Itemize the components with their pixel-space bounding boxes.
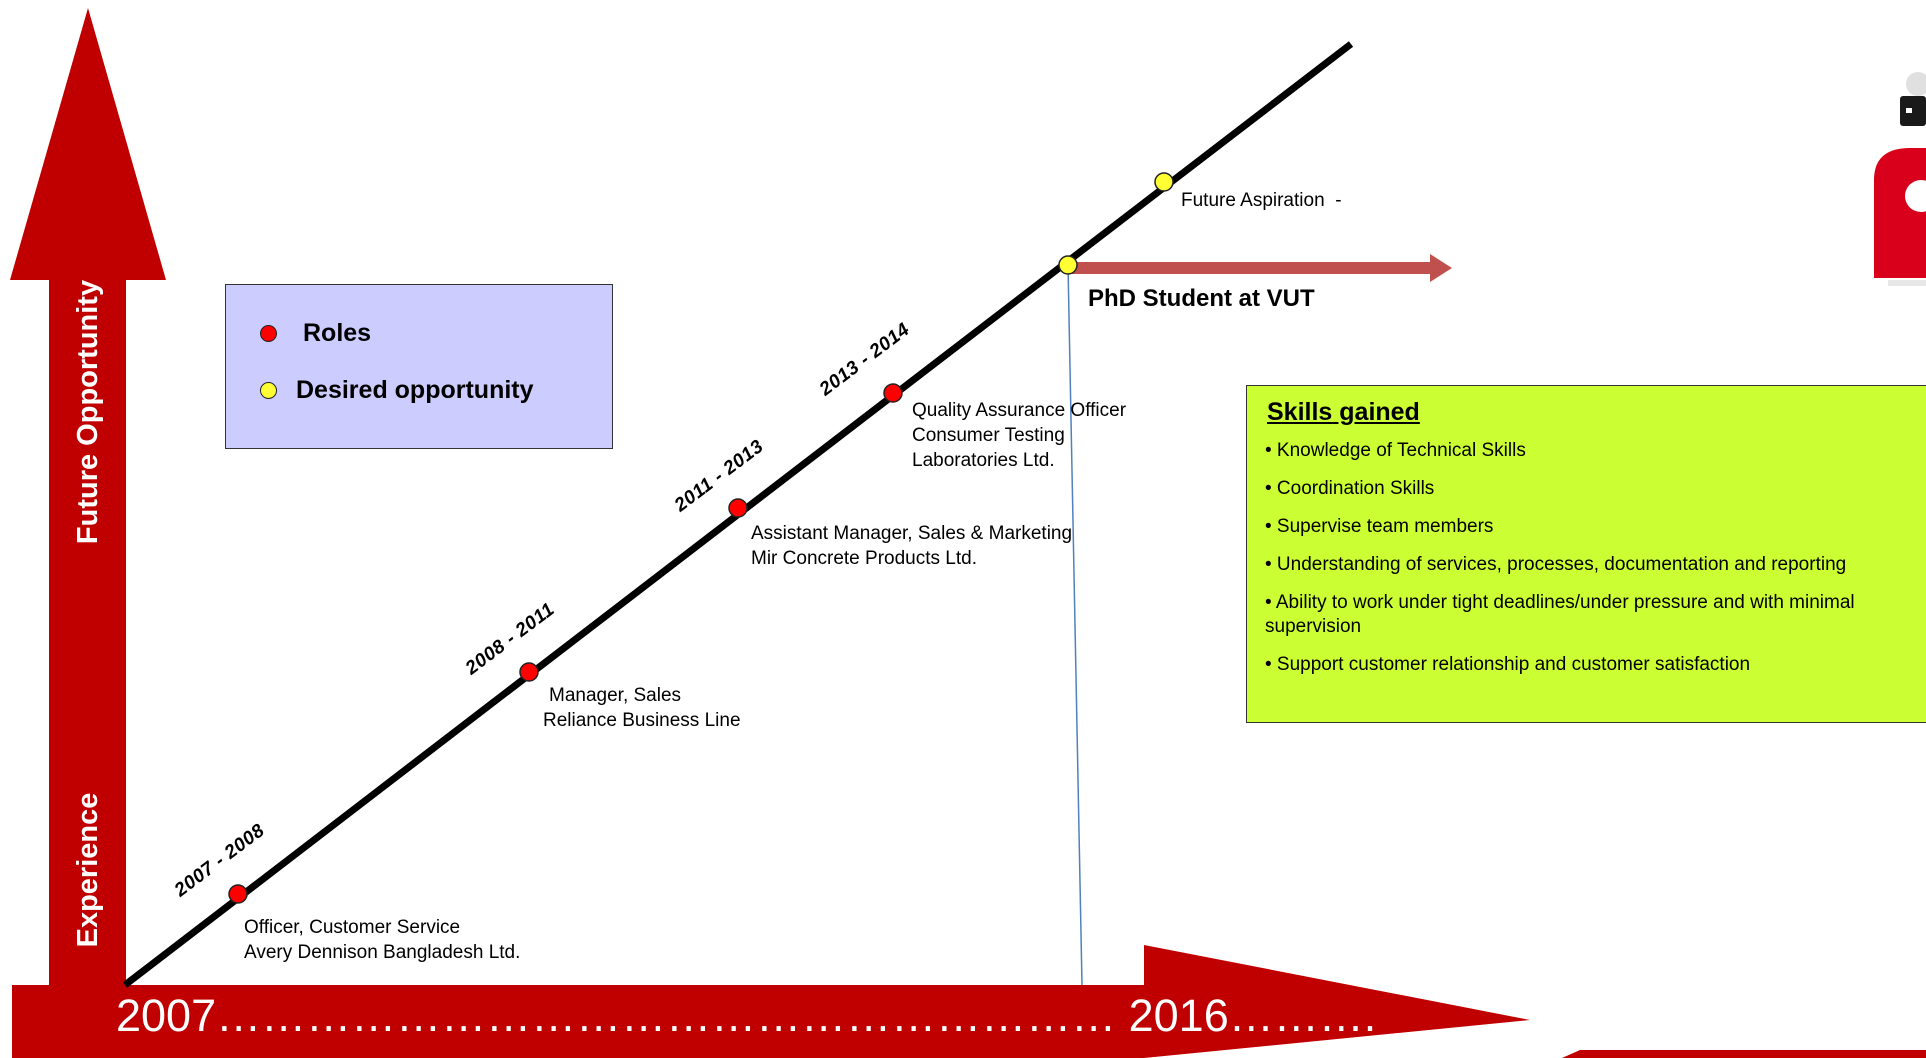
clipart-decoration: [1874, 72, 1926, 286]
experience-label: Experience: [72, 792, 104, 948]
role-text-2008: Manager, Sales Reliance Business Line: [543, 683, 741, 733]
legend-roles-dot: [260, 325, 277, 342]
phd-arrow: [1070, 254, 1452, 282]
role-company: Reliance Business Line: [543, 710, 741, 731]
legend-roles-label: Roles: [303, 319, 372, 347]
phd-guide-line: [1067, 264, 1083, 986]
timeline-years-label: 2007…………………………………………………… 2016……….: [116, 990, 1377, 1041]
role-company-cont: Laboratories Ltd.: [912, 450, 1055, 471]
legend-desired-row: Desired opportunity: [260, 376, 534, 405]
bottom-right-decoration: [1562, 1050, 1926, 1058]
role-title: Manager, Sales: [549, 685, 682, 706]
horizontal-timeline-arrow: [12, 945, 1530, 1058]
skills-title: Skills gained: [1267, 398, 1420, 426]
role-company: Consumer Testing: [912, 425, 1065, 446]
vertical-experience-arrow: [10, 8, 166, 985]
skills-item: • Ability to work under tight deadlines/…: [1265, 592, 1855, 637]
legend: Roles Desired opportunity: [225, 284, 613, 449]
skills-item: • Understanding of services, processes, …: [1265, 554, 1847, 575]
skills-gained-panel: Skills gained • Knowledge of Technical S…: [1246, 385, 1926, 723]
opportunity-dot-phd: [1058, 255, 1078, 275]
role-text-2011: Assistant Manager, Sales & Marketing Mir…: [751, 521, 1072, 571]
role-text-2007: Officer, Customer Service Avery Dennison…: [244, 915, 520, 965]
role-dot-2011: [728, 498, 748, 518]
role-title: Officer, Customer Service: [244, 917, 461, 938]
role-title: Assistant Manager, Sales & Marketing: [751, 523, 1073, 544]
opportunity-dot-future: [1154, 172, 1174, 192]
skills-item: • Supervise team members: [1265, 516, 1494, 537]
role-title: Quality Assurance Officer: [912, 400, 1127, 421]
role-dot-2008: [519, 662, 539, 682]
legend-desired-label: Desired opportunity: [296, 376, 534, 404]
skills-item: • Coordination Skills: [1265, 478, 1435, 499]
role-text-2013: Quality Assurance Officer Consumer Testi…: [912, 398, 1126, 473]
role-company: Mir Concrete Products Ltd.: [751, 548, 977, 569]
skills-item: • Support customer relationship and cust…: [1265, 654, 1751, 675]
future-aspiration-label: Future Aspiration -: [1181, 190, 1342, 211]
legend-roles-row: Roles: [260, 319, 371, 348]
role-dot-2013: [883, 383, 903, 403]
future-opportunity-label: Future Opportunity: [72, 279, 104, 545]
skills-item: • Knowledge of Technical Skills: [1265, 440, 1526, 461]
phd-student-label: PhD Student at VUT: [1088, 285, 1315, 312]
role-dot-2007: [228, 884, 248, 904]
role-company: Avery Dennison Bangladesh Ltd.: [244, 942, 521, 963]
legend-desired-dot: [260, 382, 277, 399]
